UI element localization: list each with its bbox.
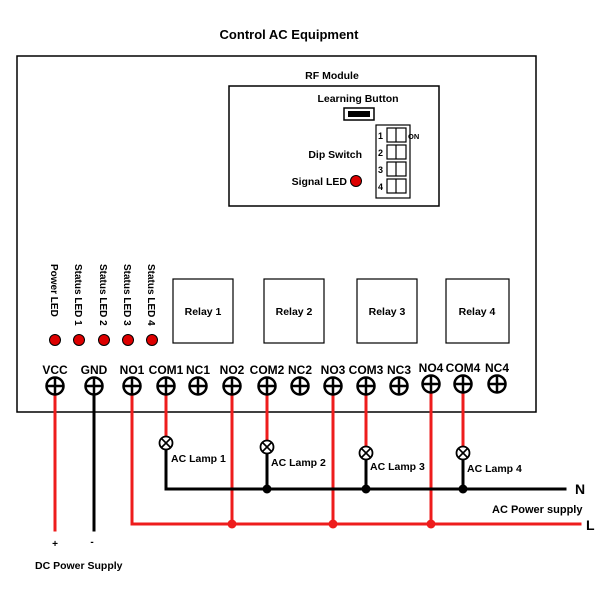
terminal-label-com2: COM2 [250, 363, 285, 377]
dip-switch-label: Dip Switch [308, 149, 362, 161]
signal-led-label: Signal LED [292, 176, 348, 188]
status-led-3 [122, 334, 134, 346]
terminal-com3[interactable] [356, 376, 376, 396]
terminal-com2[interactable] [257, 376, 277, 396]
terminal-nc2[interactable] [290, 376, 310, 396]
controller-board [16, 55, 537, 413]
terminal-label-vcc: VCC [42, 363, 68, 377]
relay-1-label: Relay 1 [185, 306, 222, 318]
neutral-junction-2 [262, 484, 272, 494]
dc-minus-label: - [90, 537, 93, 548]
status-led-2-label: Status LED 2 [97, 264, 108, 326]
dc-plus-label: + [52, 539, 58, 550]
live-junction-4 [426, 519, 436, 529]
status-led-4-label: Status LED 4 [145, 264, 156, 326]
terminal-label-nc4: NC4 [485, 361, 509, 375]
status-led-2 [98, 334, 110, 346]
diagram-title: Control AC Equipment [220, 27, 360, 42]
terminal-nc1[interactable] [188, 376, 208, 396]
terminal-no1[interactable] [122, 376, 142, 396]
terminal-nc4[interactable] [487, 374, 507, 394]
learning-button-label: Learning Button [317, 93, 398, 105]
ac-lamp-1-label: AC Lamp 1 [171, 453, 226, 465]
terminal-no2[interactable] [222, 376, 242, 396]
relay-4-label: Relay 4 [459, 306, 496, 318]
terminal-label-no2: NO2 [220, 363, 245, 377]
ac-lamp-2-label: AC Lamp 2 [271, 457, 326, 469]
relay-3-label: Relay 3 [369, 306, 406, 318]
learning-button[interactable] [343, 107, 375, 121]
ac-power-supply-label: AC Power supply [492, 504, 583, 516]
ac-lamp-3 [358, 445, 374, 461]
terminal-vcc[interactable] [45, 376, 65, 396]
status-led-1 [73, 334, 85, 346]
neutral-junction-4 [458, 484, 468, 494]
terminal-label-nc3: NC3 [387, 363, 411, 377]
terminal-label-no3: NO3 [321, 363, 346, 377]
relay-2-label: Relay 2 [276, 306, 313, 318]
terminal-label-nc1: NC1 [186, 363, 210, 377]
dip-number-4: 4 [378, 182, 383, 192]
live-junction-3 [328, 519, 338, 529]
terminal-gnd[interactable] [84, 376, 104, 396]
terminal-label-no4: NO4 [419, 361, 444, 375]
relay-2 [263, 278, 325, 344]
terminal-label-com1: COM1 [149, 363, 184, 377]
dip-number-2: 2 [378, 148, 383, 158]
neutral-junction-3 [361, 484, 371, 494]
rf-module [228, 85, 440, 207]
terminal-nc3[interactable] [389, 376, 409, 396]
relay-4 [445, 278, 510, 344]
ac-lamp-4-label: AC Lamp 4 [467, 463, 522, 475]
relay-1 [172, 278, 234, 344]
terminal-com4[interactable] [453, 374, 473, 394]
ac-lamp-4 [455, 445, 471, 461]
power-led [49, 334, 61, 346]
status-led-4 [146, 334, 158, 346]
status-led-1-label: Status LED 1 [72, 264, 83, 326]
neutral-label: N [575, 481, 585, 497]
ac-lamp-1 [158, 435, 174, 451]
signal-led [350, 175, 362, 187]
ac-lamp-2 [259, 439, 275, 455]
power-led-label: Power LED [48, 264, 59, 317]
dc-power-supply-label: DC Power Supply [35, 560, 123, 572]
ac-lamp-3-label: AC Lamp 3 [370, 461, 425, 473]
terminal-no4[interactable] [421, 374, 441, 394]
terminal-label-gnd: GND [81, 363, 108, 377]
dip-switch[interactable] [375, 124, 411, 199]
terminal-com1[interactable] [156, 376, 176, 396]
terminal-label-com4: COM4 [446, 361, 481, 375]
dip-number-1: 1 [378, 131, 383, 141]
terminal-label-com3: COM3 [349, 363, 384, 377]
dip-on-label: ON [408, 132, 419, 141]
status-led-3-label: Status LED 3 [121, 264, 132, 326]
live-label: L [586, 517, 595, 533]
terminal-label-no1: NO1 [120, 363, 145, 377]
terminal-label-nc2: NC2 [288, 363, 312, 377]
relay-3 [356, 278, 418, 344]
terminal-no3[interactable] [323, 376, 343, 396]
dip-number-3: 3 [378, 165, 383, 175]
live-junction-2 [227, 519, 237, 529]
rf-module-label: RF Module [305, 70, 359, 82]
